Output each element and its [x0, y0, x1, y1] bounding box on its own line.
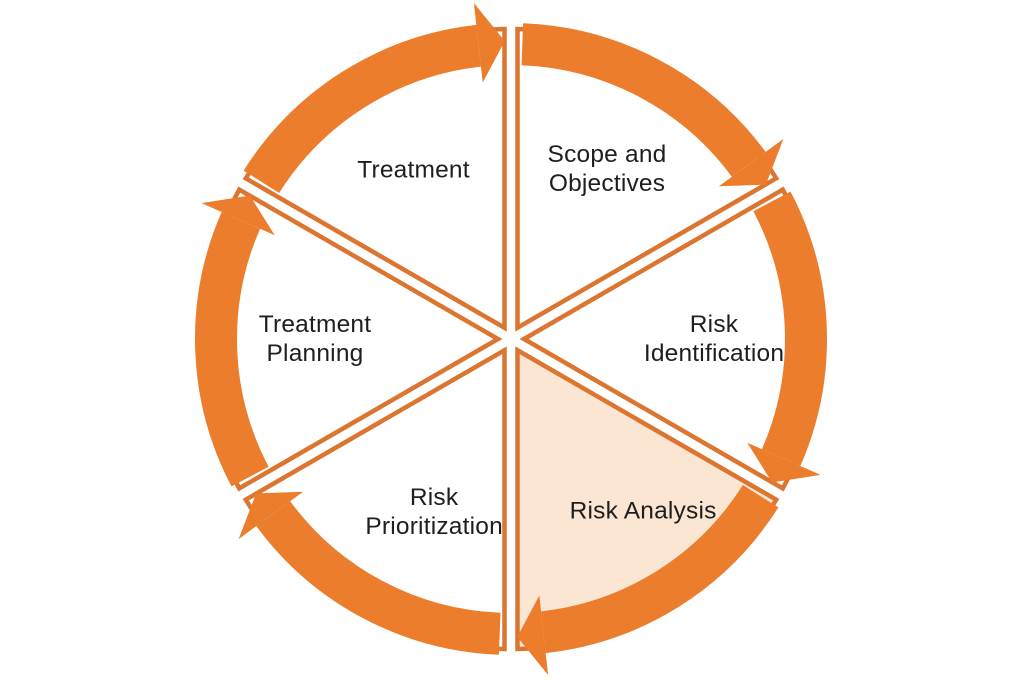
- segment-label-risk-identification: Risk Identification: [644, 310, 784, 368]
- arc-segment-risk-analysis: [540, 484, 779, 654]
- clockwise-arrowhead-icon: [747, 442, 821, 483]
- segment-label-line: Planning: [266, 340, 364, 367]
- clockwise-arrowhead-icon: [201, 195, 275, 236]
- segment-label-line: Scope and: [547, 141, 667, 169]
- arc-segment-risk-identification: [753, 191, 827, 467]
- clockwise-arrowhead-icon: [718, 138, 784, 187]
- clockwise-arrowhead-icon: [238, 491, 304, 540]
- segment-label-line: Treatment: [357, 156, 470, 184]
- segment-label-line: Objectives: [548, 170, 666, 198]
- segment-label-treatment: Treatment: [357, 156, 470, 185]
- arc-segment-scope-and-objectives: [521, 23, 766, 177]
- segment-label-scope-and-objectives: Scope and Objectives: [548, 140, 667, 198]
- arc-segment-treatment: [243, 24, 482, 194]
- clockwise-arrowhead-icon: [473, 3, 505, 83]
- arc-segment-risk-prioritization: [256, 501, 501, 655]
- clockwise-arrowhead-icon: [517, 595, 549, 675]
- segment-label-line: Risk: [409, 483, 459, 511]
- segment-label-line: Risk Analysis: [569, 497, 717, 525]
- segment-label-line: Risk: [689, 311, 739, 338]
- segment-label-risk-analysis: Risk Analysis: [570, 497, 717, 526]
- arc-segment-treatment-planning: [195, 211, 269, 487]
- segment-label-line: Prioritization: [365, 512, 503, 540]
- segment-label-line: Identification: [643, 340, 785, 367]
- segment-label-treatment-planning: Treatment Planning: [259, 310, 372, 368]
- segment-label-risk-prioritization: Risk Prioritization: [365, 483, 503, 541]
- segment-label-line: Treatment: [258, 311, 372, 338]
